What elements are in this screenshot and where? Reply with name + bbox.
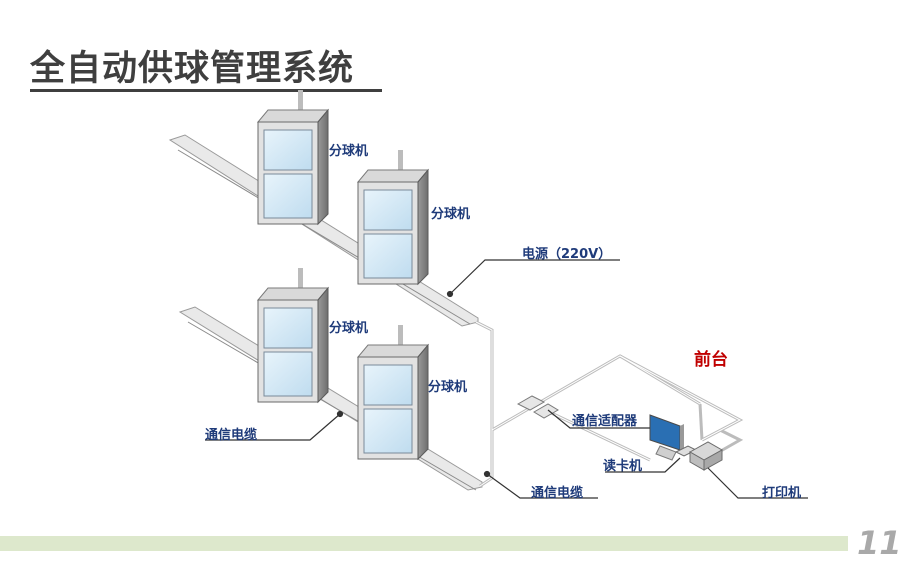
page-number: 11	[857, 524, 900, 562]
dispenser-4	[356, 325, 430, 461]
dispenser-label-2: 分球机	[431, 207, 471, 222]
title-underline	[30, 89, 382, 92]
network-cables-inner	[475, 321, 742, 487]
printer-device	[688, 441, 724, 471]
adapter-label: 通信适配器	[572, 414, 638, 429]
footer-bar	[0, 536, 848, 551]
power-label: 电源（220V）	[522, 247, 612, 262]
dispenser-label-3: 分球机	[329, 321, 369, 336]
cable-label-left: 通信电缆	[205, 428, 258, 443]
cable-label-bottom: 通信电缆	[531, 486, 584, 501]
dispenser-1	[256, 90, 330, 226]
computer-monitor	[649, 414, 684, 461]
dispenser-3	[256, 268, 330, 404]
dispenser-2	[356, 150, 430, 286]
dispenser-label-1: 分球机	[329, 144, 369, 159]
leader-lines	[205, 259, 808, 499]
page-title: 全自动供球管理系统	[30, 49, 355, 89]
front-desk-label: 前台	[694, 350, 728, 370]
dispenser-label-4: 分球机	[428, 380, 468, 395]
adapter-devices	[516, 395, 559, 419]
card-reader-label: 读卡机	[603, 459, 643, 474]
printer-label: 打印机	[762, 486, 802, 501]
